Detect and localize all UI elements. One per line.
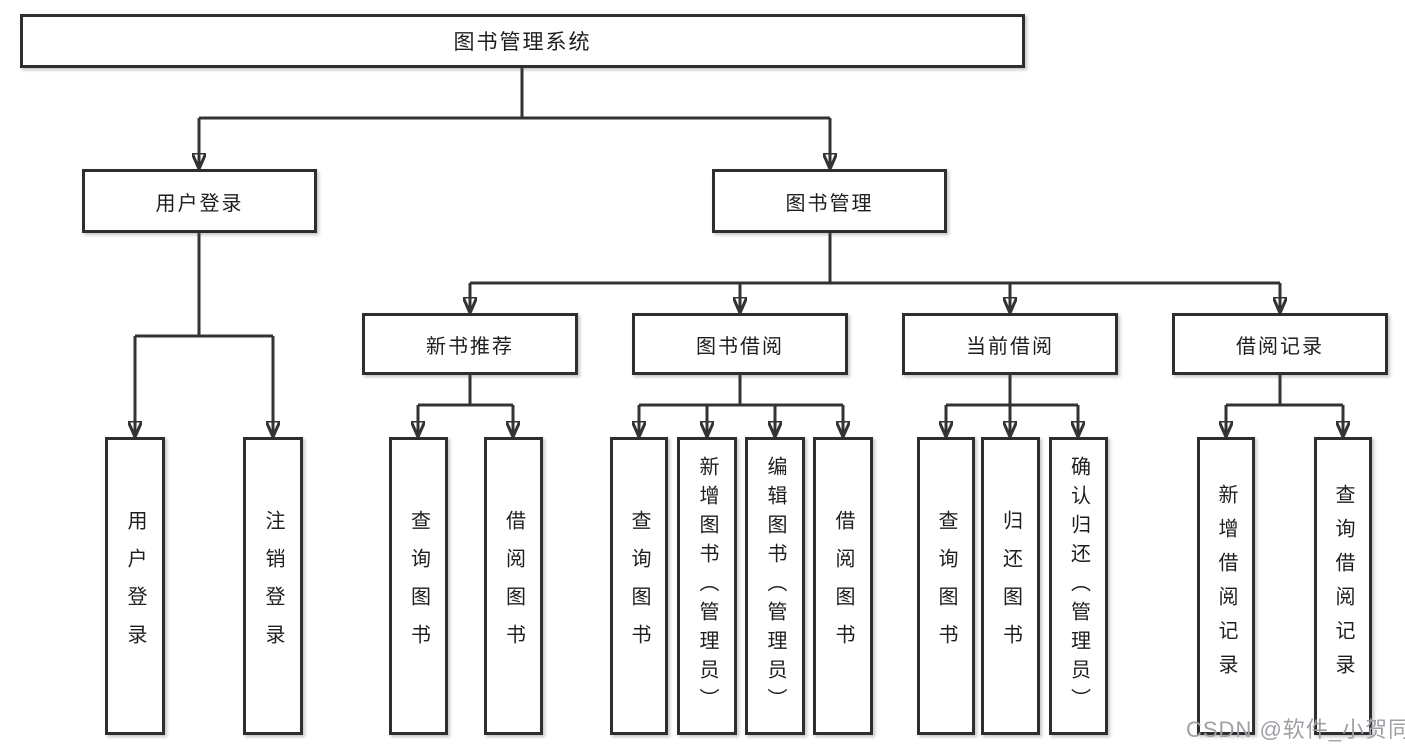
- node-label: 图书管理系统: [453, 31, 592, 54]
- node-label: 当前借阅: [966, 335, 1054, 358]
- node-label: 新增图书（管理员）: [696, 455, 718, 717]
- leaf-add-borrow-record: 新增借阅记录: [1197, 437, 1255, 735]
- node-book-borrowing: 图书借阅: [632, 313, 848, 375]
- leaf-confirm-return-admin: 确认归还（管理员）: [1049, 437, 1108, 735]
- node-label: 图书借阅: [696, 335, 784, 358]
- node-label: 新增借阅记录: [1215, 484, 1237, 688]
- leaf-logout: 注销登录: [243, 437, 303, 735]
- node-label: 图书管理: [785, 192, 874, 215]
- node-label: 确认归还（管理员）: [1067, 455, 1090, 717]
- node-label: 借阅图书: [832, 510, 854, 662]
- node-user-login: 用户登录: [82, 169, 317, 233]
- node-current-borrowing: 当前借阅: [902, 313, 1118, 375]
- node-label: 查询图书: [407, 510, 430, 662]
- node-book-management: 图书管理: [712, 169, 947, 233]
- leaf-search-books-borrow: 查询图书: [610, 437, 668, 735]
- leaf-user-login: 用户登录: [105, 437, 165, 735]
- leaf-return-books: 归还图书: [981, 437, 1040, 735]
- node-label: 用户登录: [124, 510, 146, 662]
- node-label: 编辑图书（管理员）: [764, 455, 786, 717]
- leaf-edit-books-admin: 编辑图书（管理员）: [745, 437, 805, 735]
- csdn-watermark: CSDN @软件_小贺同学: [1186, 717, 1405, 742]
- leaf-search-books-recommend: 查询图书: [389, 437, 448, 735]
- node-label: 用户登录: [155, 192, 244, 215]
- node-label: 归还图书: [999, 510, 1022, 662]
- node-label: 注销登录: [262, 510, 284, 662]
- node-borrowing-records: 借阅记录: [1172, 313, 1388, 375]
- leaf-add-books-admin: 新增图书（管理员）: [677, 437, 737, 735]
- node-label: 借阅图书: [502, 510, 525, 662]
- node-new-book-recommendation: 新书推荐: [362, 313, 578, 375]
- leaf-borrow-books-recommend: 借阅图书: [484, 437, 543, 735]
- leaf-search-borrow-record: 查询借阅记录: [1314, 437, 1372, 735]
- node-label: 新书推荐: [426, 335, 514, 358]
- node-label: 借阅记录: [1236, 335, 1324, 358]
- leaf-borrow-books: 借阅图书: [813, 437, 873, 735]
- node-label: 查询借阅记录: [1332, 484, 1354, 688]
- node-label: 查询图书: [628, 510, 650, 662]
- node-label: 查询图书: [935, 510, 957, 662]
- node-library-management-system: 图书管理系统: [20, 14, 1025, 68]
- leaf-search-books-current: 查询图书: [917, 437, 975, 735]
